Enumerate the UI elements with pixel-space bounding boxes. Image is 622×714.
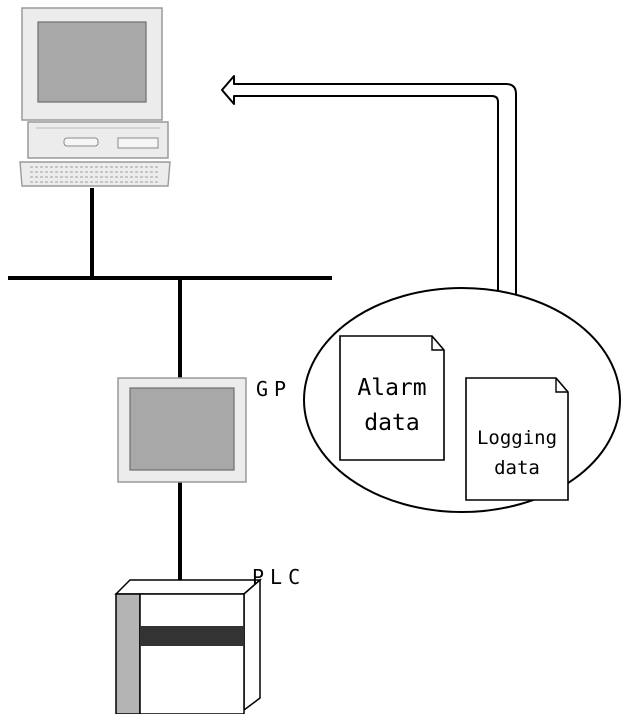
pc-system-unit <box>27 121 169 159</box>
plc-label: PLC <box>252 565 306 589</box>
logging-data-line2: data <box>494 457 540 479</box>
pc-monitor <box>21 7 163 121</box>
gp-label: GP <box>256 377 292 401</box>
plc-unit-icon <box>114 578 262 714</box>
pc-keyboard <box>19 161 171 187</box>
network-lines <box>8 188 332 580</box>
data-upload-arrow <box>221 75 517 294</box>
logging-data-line1: Logging <box>477 427 557 449</box>
pc-computer-icon <box>19 7 171 187</box>
alarm-data-line1: Alarm <box>357 375 426 401</box>
alarm-data-document-icon <box>339 335 445 461</box>
alarm-data-line2: data <box>364 410 419 436</box>
gp-panel-icon <box>117 377 247 483</box>
logging-data-document-icon <box>465 377 569 501</box>
